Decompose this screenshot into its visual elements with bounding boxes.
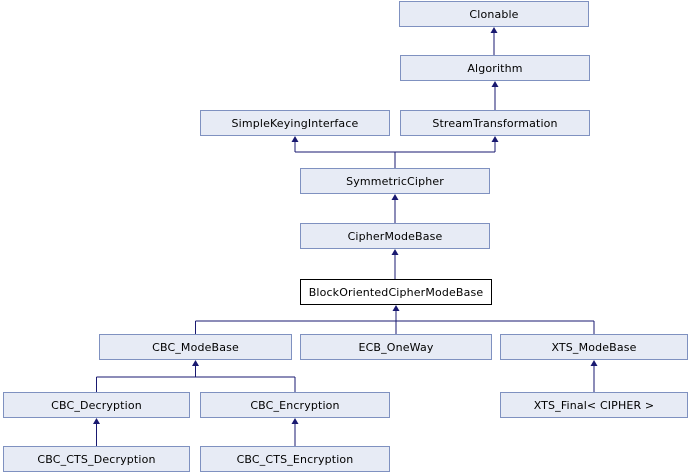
inheritance-arrowhead: [491, 81, 499, 87]
class-node-label: XTS_Final< CIPHER >: [533, 398, 655, 412]
class-node-label: CBC_CTS_Encryption: [236, 452, 354, 466]
class-node-label: CBC_CTS_Decryption: [37, 452, 156, 466]
class-node-label: Algorithm: [467, 61, 523, 75]
inheritance-arrowhead: [590, 360, 598, 366]
inheritance-arrowhead: [291, 418, 299, 424]
class-node-label: SymmetricCipher: [346, 174, 444, 188]
class-node-cbcctsencrypt[interactable]: CBC_CTS_Encryption: [200, 446, 390, 472]
inheritance-arrowhead: [291, 136, 299, 142]
class-node-symmetriccipher[interactable]: SymmetricCipher: [300, 168, 490, 194]
class-node-ciphermodebase[interactable]: CipherModeBase: [300, 223, 490, 249]
class-node-blockoriented[interactable]: BlockOrientedCipherModeBase: [300, 279, 492, 305]
class-node-cbcdecryption[interactable]: CBC_Decryption: [3, 392, 190, 418]
class-node-simplekeying[interactable]: SimpleKeyingInterface: [200, 110, 390, 136]
inheritance-arrowhead: [491, 136, 499, 142]
class-node-label: CBC_Decryption: [51, 398, 142, 412]
inheritance-arrowhead: [192, 360, 199, 366]
class-node-ecboneway[interactable]: ECB_OneWay: [300, 334, 492, 360]
class-node-label: ECB_OneWay: [358, 340, 434, 354]
inheritance-arrowhead: [391, 249, 399, 255]
class-node-cbcmodebase[interactable]: CBC_ModeBase: [99, 334, 292, 360]
class-node-algorithm[interactable]: Algorithm: [400, 55, 590, 81]
class-node-streamtransform[interactable]: StreamTransformation: [400, 110, 590, 136]
class-node-label: SimpleKeyingInterface: [231, 116, 359, 130]
class-node-label: CBC_ModeBase: [152, 340, 239, 354]
class-node-label: BlockOrientedCipherModeBase: [308, 285, 484, 299]
class-node-cbcctsdecrypt[interactable]: CBC_CTS_Decryption: [3, 446, 190, 472]
class-node-label: CipherModeBase: [347, 229, 443, 243]
class-node-clonable[interactable]: Clonable: [399, 1, 589, 27]
inheritance-arrowhead: [392, 305, 400, 311]
class-node-label: StreamTransformation: [432, 116, 558, 130]
class-node-label: XTS_ModeBase: [551, 340, 637, 354]
class-node-xtsfinal[interactable]: XTS_Final< CIPHER >: [500, 392, 688, 418]
class-node-cbcencryption[interactable]: CBC_Encryption: [200, 392, 390, 418]
inheritance-arrowhead: [490, 27, 498, 33]
class-node-label: Clonable: [469, 7, 519, 21]
inheritance-arrowhead: [391, 194, 399, 200]
class-node-xtsmodebase[interactable]: XTS_ModeBase: [500, 334, 688, 360]
inheritance-arrowhead: [93, 418, 100, 424]
class-node-label: CBC_Encryption: [250, 398, 340, 412]
